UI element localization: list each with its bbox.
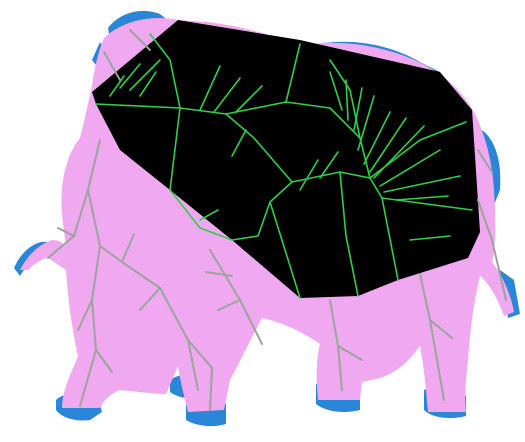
elephant-skeleton-visualization — [0, 0, 525, 442]
visualization-canvas — [0, 0, 525, 442]
